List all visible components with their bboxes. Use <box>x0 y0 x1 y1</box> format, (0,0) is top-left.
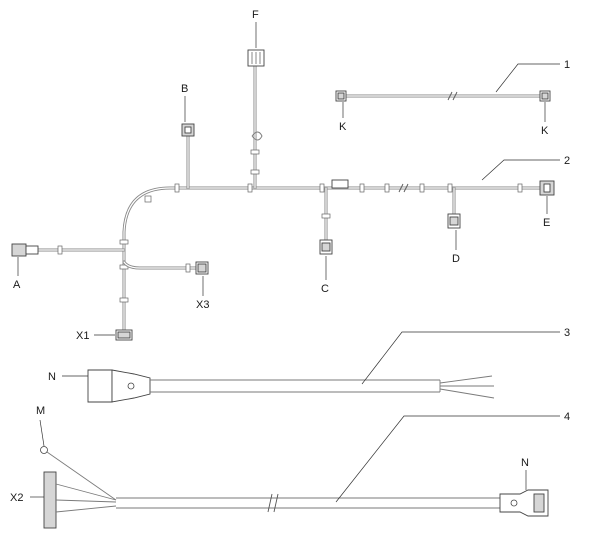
label-k-right: K <box>541 125 549 137</box>
label-f: F <box>252 9 259 21</box>
label-c: C <box>321 283 329 295</box>
connector-a <box>11 243 27 257</box>
cable-4 <box>30 415 560 529</box>
plug-n-cable-3 <box>87 369 113 403</box>
label-k-left: K <box>339 121 347 133</box>
ring-terminal-m <box>40 446 48 454</box>
power-cable-3 <box>62 331 560 403</box>
label-x1: X1 <box>76 330 89 342</box>
label-part-2: 2 <box>564 155 570 167</box>
connector-x2 <box>43 471 57 529</box>
label-part-3: 3 <box>564 327 570 339</box>
label-m: M <box>36 405 45 417</box>
label-e: E <box>543 217 550 229</box>
label-n-cable-3: N <box>48 371 56 383</box>
label-x2: X2 <box>10 492 23 504</box>
cable-1 <box>335 63 560 122</box>
label-b: B <box>181 83 188 95</box>
label-a: A <box>13 279 21 291</box>
label-part-4: 4 <box>564 411 570 423</box>
label-x3: X3 <box>196 299 209 311</box>
inline-fuse-holder <box>331 179 349 189</box>
main-harness-2 <box>11 22 560 341</box>
label-n-cable-4: N <box>521 457 529 469</box>
label-part-1: 1 <box>564 59 570 71</box>
label-d: D <box>452 253 460 265</box>
